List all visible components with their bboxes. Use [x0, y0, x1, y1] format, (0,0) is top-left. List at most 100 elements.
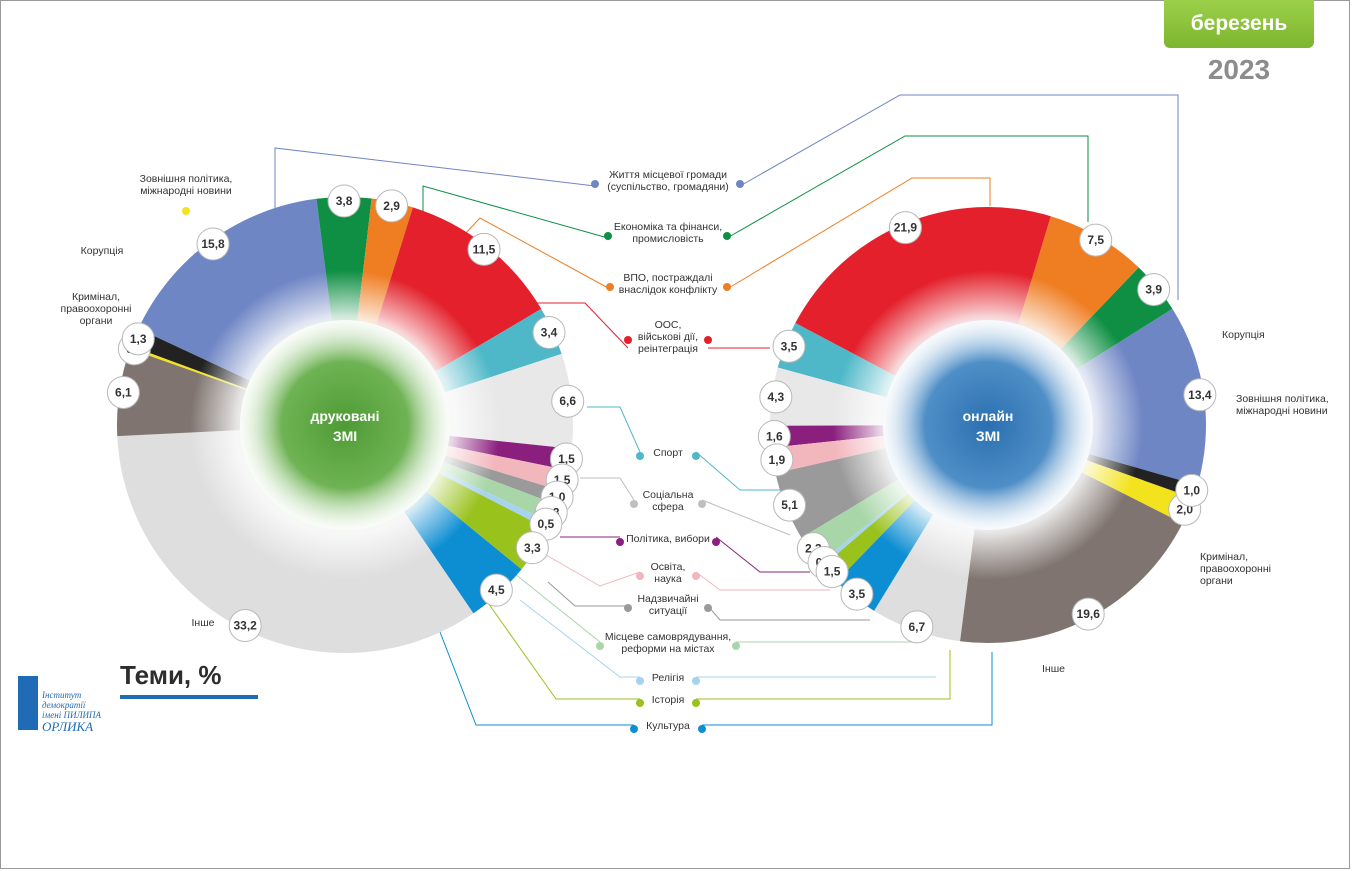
side-label-text: правоохоронні [61, 303, 132, 315]
legend-label-economy: промисловість [632, 233, 704, 245]
legend-label-emergency: ситуації [649, 605, 687, 617]
legend-dot [692, 699, 700, 707]
center-title: друковані [311, 408, 380, 424]
value-bubble: 3,8 [327, 184, 361, 218]
legend-culture: Культура [630, 720, 706, 733]
leader-community [739, 94, 1179, 300]
leader-selfgov [509, 569, 601, 643]
legend-label-emergency: Надзвичайні [637, 593, 698, 605]
value-bubble: 7,5 [1079, 223, 1113, 257]
legend-dot [723, 232, 731, 240]
legend-dot [692, 572, 700, 580]
center-disc [873, 310, 1103, 540]
value-label-other: 33,2 [234, 619, 258, 633]
leader-social [701, 499, 791, 536]
side-label-text: Інше [1042, 663, 1065, 675]
value-bubble: 21,9 [888, 211, 922, 245]
legend-community: Життя місцевої громади(суспільство, гром… [591, 169, 744, 193]
leader-idp [462, 217, 611, 290]
side-label-text: Зовнішня політика, [140, 173, 233, 185]
side-label-text: Корупція [81, 245, 124, 257]
value-bubble: 3,9 [1137, 273, 1171, 307]
side-label-text: Зовнішня політика, [1236, 393, 1329, 405]
value-label-economy: 3,9 [1145, 283, 1162, 297]
legend-sport: Спорт [636, 447, 700, 460]
legend-dot [692, 677, 700, 685]
value-bubble: 19,6 [1071, 597, 1105, 631]
center-title: ЗМІ [333, 428, 357, 444]
leader-lines [274, 94, 1179, 726]
legend-label-science: наука [654, 573, 682, 585]
legend-dot [636, 452, 644, 460]
legend-label-idp: ВПО, постраждалі [623, 272, 712, 284]
value-bubble: 11,5 [467, 232, 501, 266]
legend-label-religion: Релігія [652, 672, 684, 684]
value-bubble: 33,2 [228, 609, 262, 643]
logo-mark-icon [18, 676, 38, 730]
legend-label-social: Соціальна [643, 489, 694, 501]
value-label-economy: 3,8 [336, 194, 353, 208]
legend-label-community: Життя місцевої громади [609, 169, 727, 181]
leader-social [580, 477, 635, 501]
legend-label-history: Історія [652, 694, 685, 706]
legend-label-economy: Економіка та фінанси, [614, 221, 722, 233]
legend-politics: Політика, вибори [616, 533, 720, 546]
value-label-sport: 3,5 [781, 339, 798, 353]
legend-dot [698, 725, 706, 733]
value-bubble: 3,4 [532, 315, 566, 349]
value-label-sport: 3,4 [541, 325, 558, 339]
leader-culture [439, 631, 634, 726]
legend-label-idp: внаслідок конфлікту [619, 284, 718, 296]
value-label-community: 13,4 [1188, 388, 1212, 402]
side-label-text: міжнародні новини [1236, 405, 1328, 417]
legend-dot [636, 677, 644, 685]
leader-community [274, 147, 596, 212]
side-label-text: Кримінал, [72, 291, 120, 303]
legend-science: Освіта,наука [636, 561, 700, 585]
value-bubble: 1,3 [121, 322, 155, 356]
value-bubble: 1,5 [815, 555, 849, 589]
value-label-social: 6,6 [559, 394, 576, 408]
value-label-war: 21,9 [894, 221, 918, 235]
side-label-text: органи [80, 315, 113, 327]
value-label-war: 11,5 [473, 242, 496, 256]
value-bubble: 15,8 [196, 227, 230, 261]
legend-label-selfgov: Місцеве самоврядування, [605, 631, 731, 643]
legend-label-science: Освіта, [651, 561, 686, 573]
leader-war [534, 302, 629, 349]
legend-economy: Економіка та фінанси,промисловість [604, 221, 731, 245]
leader-sport [587, 406, 641, 453]
legend-dot [630, 500, 638, 508]
value-label-culture: 4,5 [488, 583, 505, 597]
value-bubble: 3,5 [840, 577, 874, 611]
legend-dot [591, 180, 599, 188]
value-bubble: 5,1 [773, 488, 807, 522]
side-label-other: Інше [1042, 663, 1065, 675]
value-bubble: 1,0 [1175, 473, 1209, 507]
legend-dot [616, 538, 624, 546]
legend-label-culture: Культура [646, 720, 690, 732]
legend-dot [182, 207, 190, 215]
value-bubble: 2,9 [375, 189, 409, 223]
leader-science [695, 571, 830, 591]
institute-logo: Інститут демократії імені ПИЛИПА ОРЛИКА [18, 676, 118, 734]
value-label-social: 4,3 [768, 390, 785, 404]
leader-emergency [547, 581, 628, 607]
legend-label-war: військові дії, [638, 331, 698, 343]
logo-line-3: ОРЛИКА [42, 719, 94, 734]
side-label-text: міжнародні новини [140, 185, 232, 197]
leader-politics [715, 536, 810, 573]
side-label-text: Кримінал, [1200, 551, 1248, 563]
leader-sport [695, 451, 780, 491]
value-label-idp: 7,5 [1087, 233, 1104, 247]
legend-religion: Релігія [636, 672, 700, 685]
chart-title: Теми, % [120, 660, 222, 690]
value-label-history: 1,5 [824, 565, 841, 579]
